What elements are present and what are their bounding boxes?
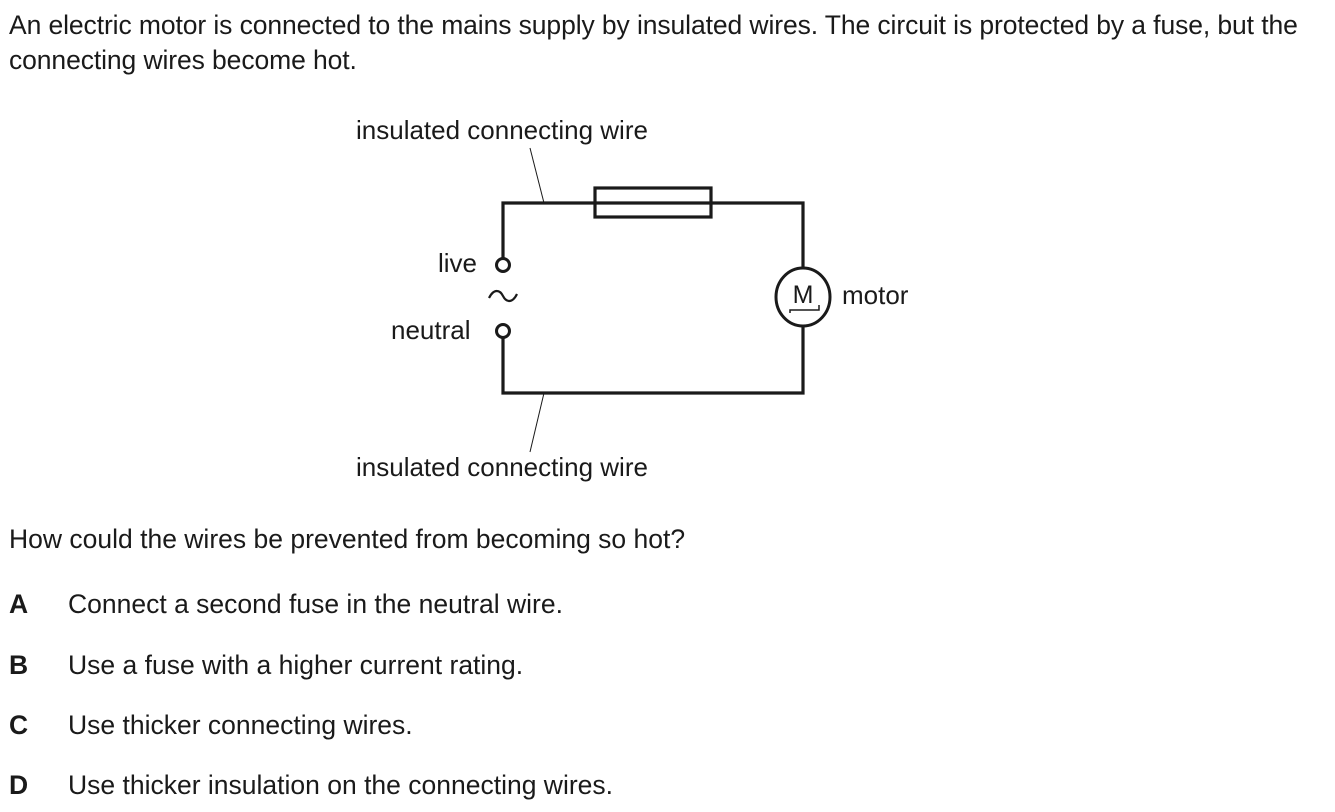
neutral-wire bbox=[501, 326, 805, 395]
option-a[interactable]: A Connect a second fuse in the neutral w… bbox=[9, 589, 563, 620]
top-wire-right bbox=[711, 201, 805, 269]
neutral-terminal-icon bbox=[495, 323, 511, 339]
live-wire bbox=[501, 201, 595, 258]
top-wire-label: insulated connecting wire bbox=[356, 115, 648, 145]
option-text: Use a fuse with a higher current rating. bbox=[68, 650, 524, 680]
option-letter: B bbox=[9, 650, 29, 680]
motor-symbol: M bbox=[774, 266, 832, 328]
motor-label: motor bbox=[842, 280, 909, 310]
option-letter: A bbox=[9, 589, 29, 619]
option-text: Connect a second fuse in the neutral wir… bbox=[68, 589, 563, 619]
option-letter: C bbox=[9, 710, 29, 740]
live-label: live bbox=[438, 248, 477, 278]
circuit-wires bbox=[501, 201, 805, 395]
motor-m-glyph: M bbox=[793, 281, 814, 309]
option-c[interactable]: C Use thicker connecting wires. bbox=[9, 710, 413, 741]
option-letter: D bbox=[9, 770, 29, 800]
question-text: How could the wires be prevented from be… bbox=[9, 524, 686, 554]
bottom-wire-leader bbox=[529, 392, 545, 453]
intro-text: An electric motor is connected to the ma… bbox=[9, 10, 1298, 75]
option-text: Use thicker connecting wires. bbox=[68, 710, 413, 740]
fuse-symbol bbox=[593, 186, 713, 219]
option-b[interactable]: B Use a fuse with a higher current ratin… bbox=[9, 650, 523, 681]
live-terminal-icon bbox=[495, 257, 511, 273]
option-d[interactable]: D Use thicker insulation on the connecti… bbox=[9, 770, 613, 801]
ac-supply-icon bbox=[488, 289, 518, 303]
neutral-label: neutral bbox=[391, 315, 471, 345]
bottom-wire-label: insulated connecting wire bbox=[356, 452, 648, 482]
top-wire-leader bbox=[529, 147, 545, 204]
option-text: Use thicker insulation on the connecting… bbox=[68, 770, 614, 800]
